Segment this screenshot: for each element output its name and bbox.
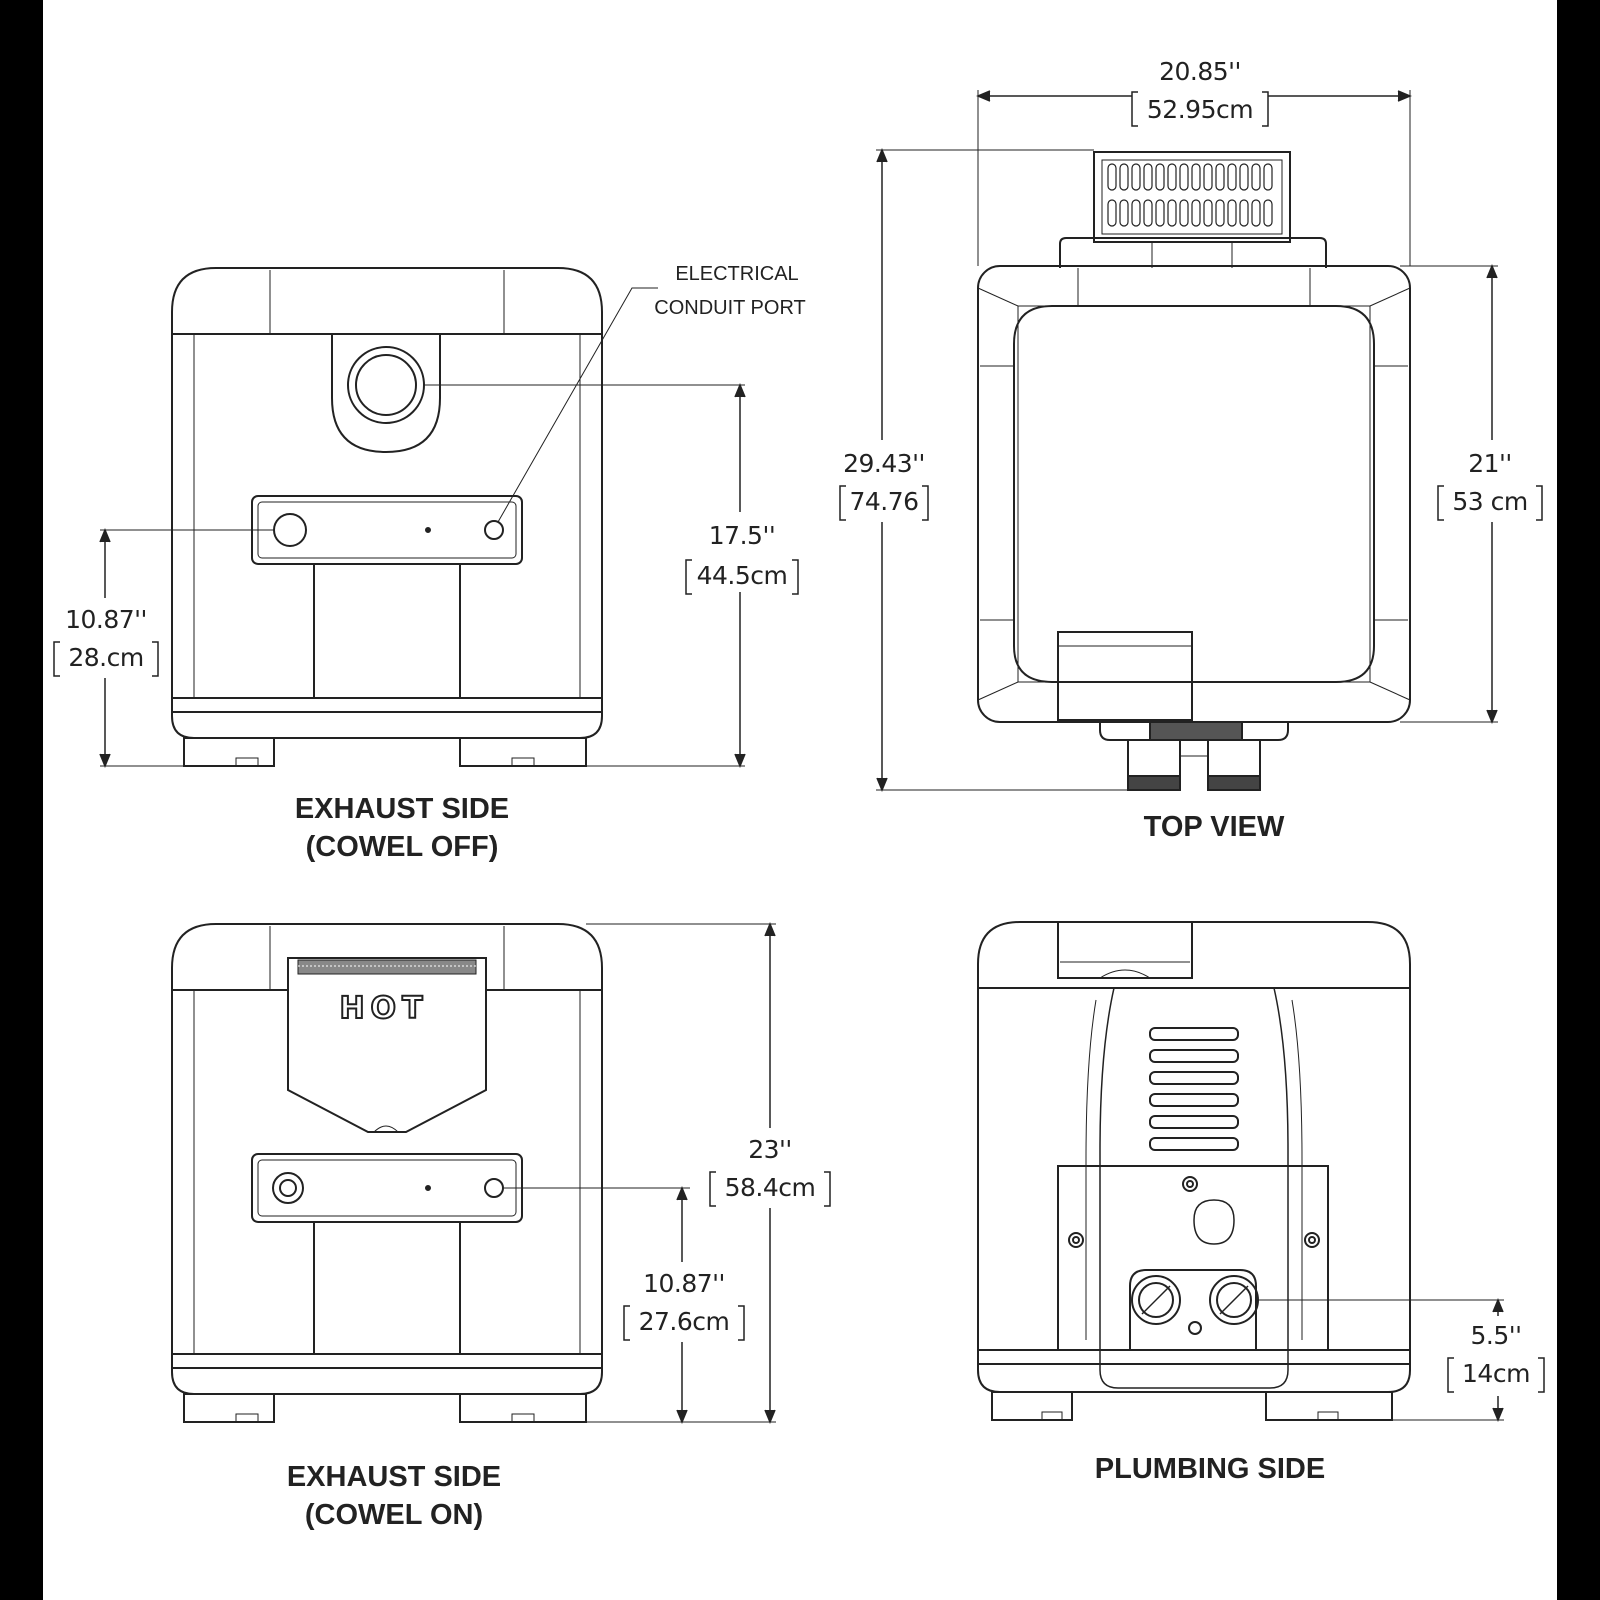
conduit-height-on-metric: 27.6cm — [639, 1307, 730, 1336]
conduit-height-off-metric: 28.cm — [68, 643, 143, 672]
conduit-height-on-inch: 10.87'' — [643, 1269, 725, 1298]
exhaust-off-title-line2: (COWEL OFF) — [306, 831, 499, 863]
top-body-metric: 53 cm — [1452, 487, 1527, 516]
overall-height-inch: 23'' — [748, 1135, 792, 1164]
top-view — [977, 151, 1411, 791]
top-view-title: TOP VIEW — [1144, 811, 1285, 843]
top-body-inch: 21'' — [1468, 449, 1512, 478]
drawing-sheet — [43, 0, 1557, 1600]
top-length-inch: 29.43'' — [843, 449, 925, 478]
flue-height-inch: 17.5'' — [709, 521, 775, 550]
top-length-metric: 74.76 — [849, 487, 918, 516]
conduit-height-off-inch: 10.87'' — [65, 605, 147, 634]
hot-label: HOT — [339, 991, 428, 1026]
flue-height-metric: 44.5cm — [697, 561, 788, 590]
exhaust-off-title-line1: EXHAUST SIDE — [295, 793, 509, 825]
top-width-inch: 20.85'' — [1159, 57, 1241, 86]
plumbing-height-inch: 5.5'' — [1470, 1321, 1521, 1350]
plumbing-side-view — [977, 921, 1411, 1421]
overall-height-metric: 58.4cm — [725, 1173, 816, 1202]
plumbing-height-metric: 14cm — [1462, 1359, 1530, 1388]
exhaust-on-title-line2: (COWEL ON) — [305, 1499, 483, 1531]
exhaust-side-cowel-on-view — [171, 923, 603, 1423]
plumbing-side-title: PLUMBING SIDE — [1095, 1453, 1325, 1485]
electrical-callout-line1: ELECTRICAL — [675, 263, 798, 285]
exhaust-on-title-line1: EXHAUST SIDE — [287, 1461, 501, 1493]
top-width-metric: 52.95cm — [1147, 95, 1253, 124]
exhaust-off-dimension-lines — [99, 287, 746, 768]
electrical-callout-line2: CONDUIT PORT — [654, 297, 806, 319]
